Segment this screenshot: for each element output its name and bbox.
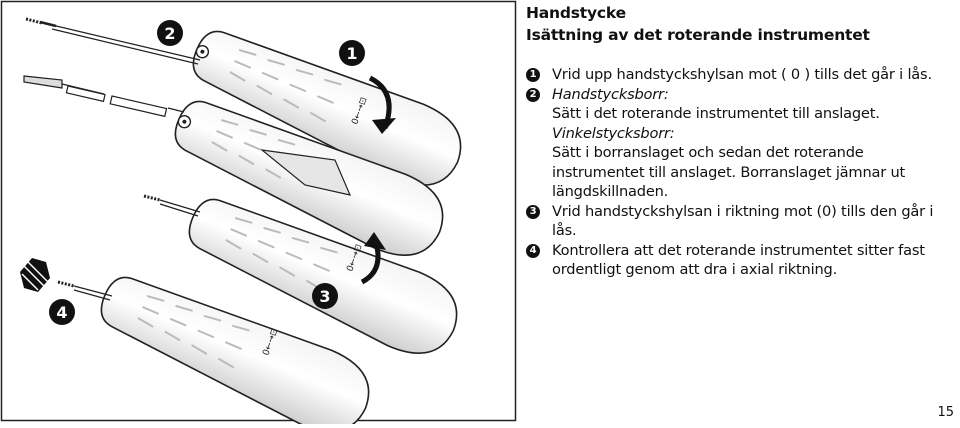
- callout-4: 4: [49, 299, 75, 325]
- section-title: Handstycke: [526, 4, 626, 22]
- svg-text:1: 1: [346, 44, 357, 63]
- handpiece-3: [188, 198, 458, 354]
- instrument-bur-4: [57, 280, 113, 301]
- pull-symbol-icon: [20, 258, 50, 292]
- instructions: Handstycke Isättning av det roterande in…: [526, 2, 956, 280]
- instrument-bur-3: [143, 194, 201, 217]
- step-4: 4 Kontrollera att det roterande instrume…: [526, 241, 956, 280]
- callout-1: 1: [339, 40, 365, 66]
- arrowhead-3: [364, 232, 386, 250]
- svg-text:4: 4: [56, 303, 67, 322]
- step-text: Vrid upp handstyckshylsan mot ( 0 ) till…: [552, 66, 932, 83]
- instrument-bur-1: [25, 17, 201, 65]
- section-subtitle: Isättning av det roterande instrumentet: [526, 26, 870, 44]
- step-text: Kontrollera att det roterande instrument…: [552, 241, 925, 279]
- step-text-2: Sätt i borranslaget och sedan det rotera…: [552, 144, 906, 200]
- step-list: 1 Vrid upp handstyckshylsan mot ( 0 ) ti…: [526, 65, 956, 280]
- figure-frame: [0, 0, 517, 422]
- handpiece-illustration: 0←→⊡ 0←→⊡ 0←→⊡ 2: [0, 0, 517, 428]
- sheath-cutaway: [259, 149, 352, 196]
- step-text: Vrid handstyckshylsan i riktning mot (0)…: [552, 202, 934, 240]
- step-number: 1: [526, 68, 540, 82]
- step-2: 2 Handstycksborr: Sätt i det roterande i…: [526, 85, 956, 202]
- step-text: Sätt i det roterande instrumentet till a…: [552, 105, 880, 122]
- arrowhead-1: [372, 118, 396, 134]
- svg-text:3: 3: [319, 287, 330, 306]
- handpiece-1: [192, 30, 462, 186]
- step-3: 3 Vrid handstyckshylsan i riktning mot (…: [526, 202, 956, 241]
- step-label: Handstycksborr:: [552, 85, 669, 103]
- callout-2: 2: [157, 20, 183, 46]
- step-label-2: Vinkelstycksborr:: [552, 124, 675, 142]
- step-number: 3: [526, 204, 540, 219]
- step-number: 2: [526, 87, 540, 102]
- page-number: 15: [937, 405, 954, 420]
- callout-3: 3: [312, 283, 338, 309]
- step-1: 1 Vrid upp handstyckshylsan mot ( 0 ) ti…: [526, 65, 956, 85]
- svg-text:2: 2: [164, 24, 175, 43]
- handpiece-4: [100, 276, 370, 428]
- step-number: 4: [526, 243, 540, 258]
- instrument-bur-2: [23, 75, 185, 118]
